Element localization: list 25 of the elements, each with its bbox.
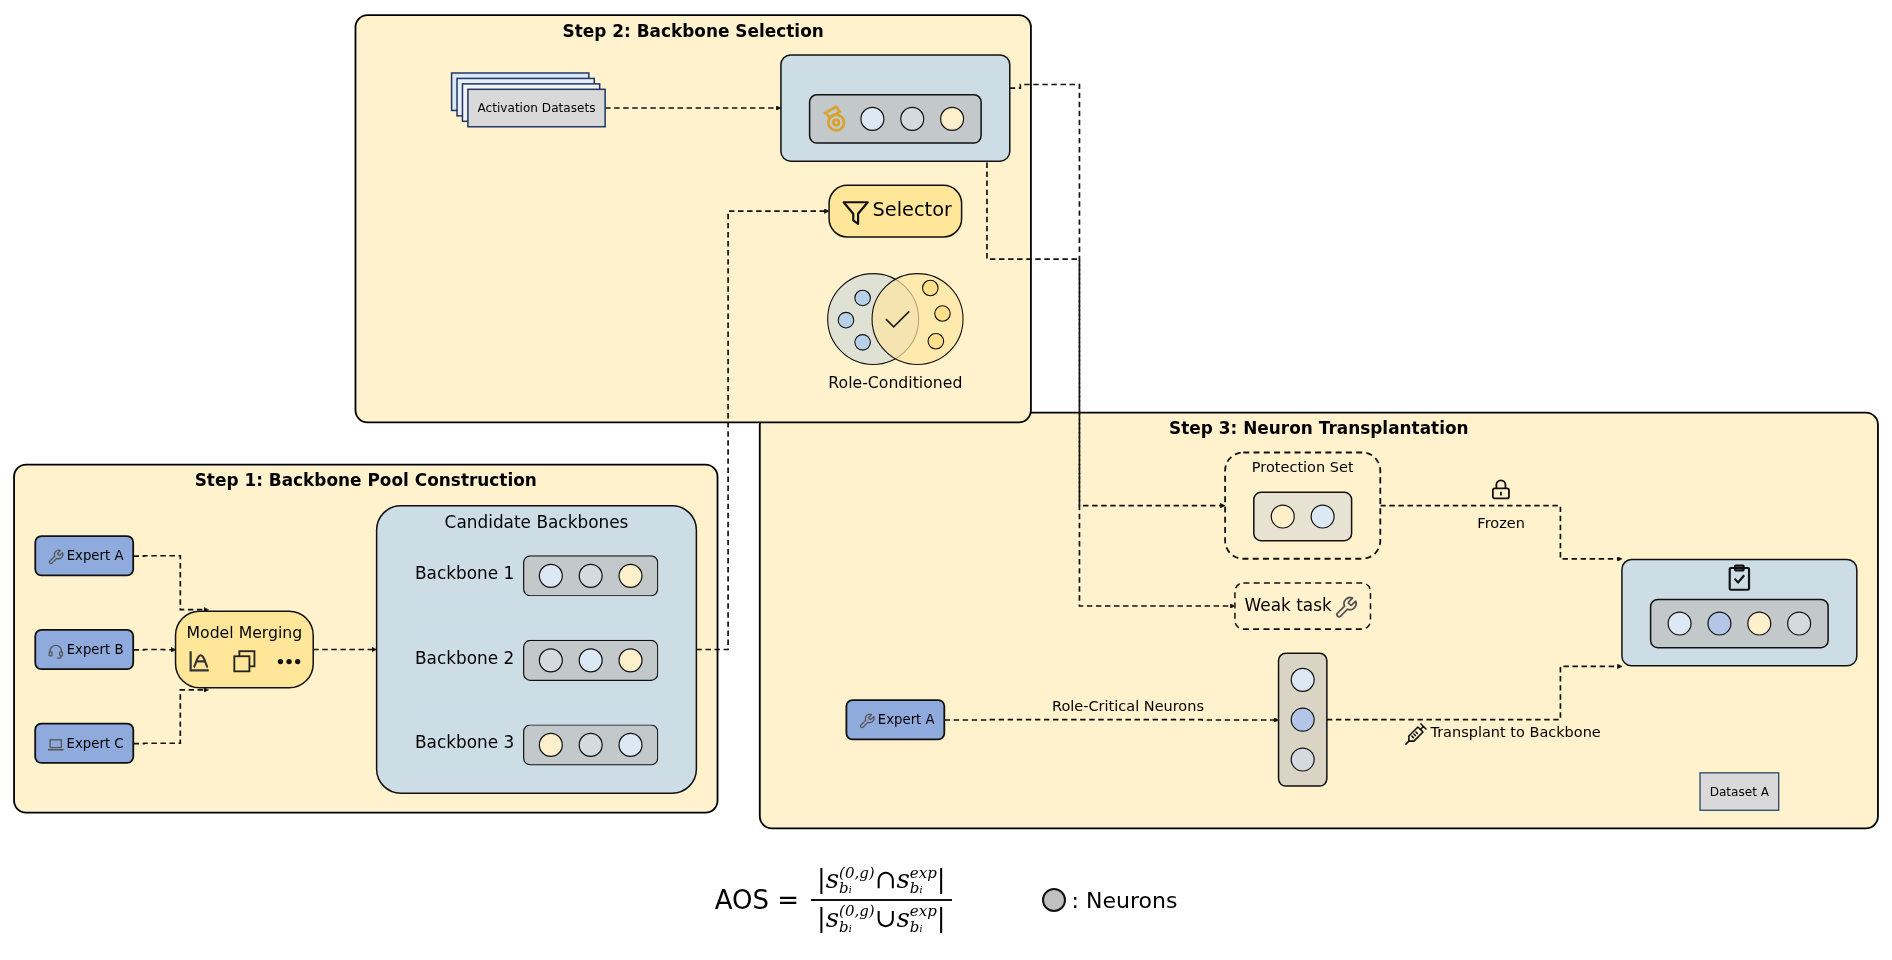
node-bar [808,94,982,145]
node-box: Dataset A [1699,772,1780,812]
node-box: Model Merging [174,610,314,689]
node-bar [1649,598,1829,649]
node-bar [1253,491,1353,542]
node-label: Role-Conditioned [828,373,963,392]
cluster: Protection Set [1224,451,1382,560]
node-bar [1277,652,1328,788]
cluster [1621,559,1858,667]
node-label: Backbone 1 [414,563,515,584]
formula-text: AOS = [714,885,799,915]
edge-label: Role-Critical Neurons [1052,697,1204,715]
node-box: Expert A [845,699,946,741]
legend-text: : Neurons [1071,887,1178,913]
node-box: Selector [828,184,963,238]
arrow [1326,664,1623,721]
node-label: Backbone 2 [414,648,515,669]
node-box: Expert B [34,629,135,671]
cluster [780,54,1011,163]
edge-label: Frozen [1477,514,1525,532]
node-box: Expert A [34,535,135,577]
node-box: Weak task [1234,582,1372,631]
node-label: Backbone 3 [414,732,515,753]
edge-label: Transplant to Backbone [1430,724,1601,741]
node-box: Expert C [34,723,135,765]
